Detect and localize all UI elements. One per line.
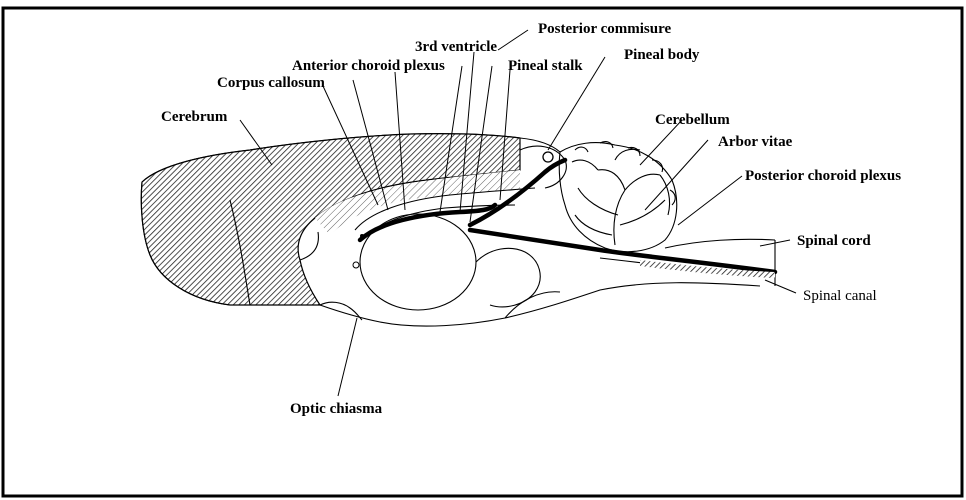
label-posterior-choroid-plexus: Posterior choroid plexus (745, 168, 901, 184)
label-pineal-body: Pineal body (624, 47, 700, 63)
label-spinal-cord: Spinal cord (797, 233, 871, 249)
label-corpus-callosum: Corpus callosum (217, 75, 325, 91)
diagram-frame (3, 8, 962, 496)
arbor-vitae-branches (572, 149, 670, 245)
anterior-commissure-dot (353, 262, 359, 268)
cerebellum-folia (575, 142, 675, 205)
small-dot (360, 234, 364, 238)
label-cerebrum: Cerebrum (161, 109, 228, 125)
label-spinal-canal: Spinal canal (803, 288, 877, 304)
optic-chiasma-shape (320, 302, 362, 320)
label-pineal-stalk: Pineal stalk (508, 58, 583, 74)
label-optic-chiasma: Optic chiasma (290, 401, 383, 417)
cerebellum-shape (559, 143, 677, 252)
pineal-body-shape (543, 152, 553, 162)
spinal-cord-upper (665, 239, 775, 248)
label-cerebellum: Cerebellum (655, 112, 730, 128)
cerebrum-inner-line-2 (300, 232, 318, 260)
label-arbor-vitae: Arbor vitae (718, 134, 793, 150)
thalamus-shape (360, 214, 476, 310)
label-posterior-commissure: Posterior commisure (538, 21, 671, 37)
label-anterior-choroid-plexus: Anterior choroid plexus (292, 58, 445, 74)
label-third-ventricle: 3rd ventricle (415, 39, 497, 55)
posterior-choroid-plexus-line (470, 230, 775, 272)
